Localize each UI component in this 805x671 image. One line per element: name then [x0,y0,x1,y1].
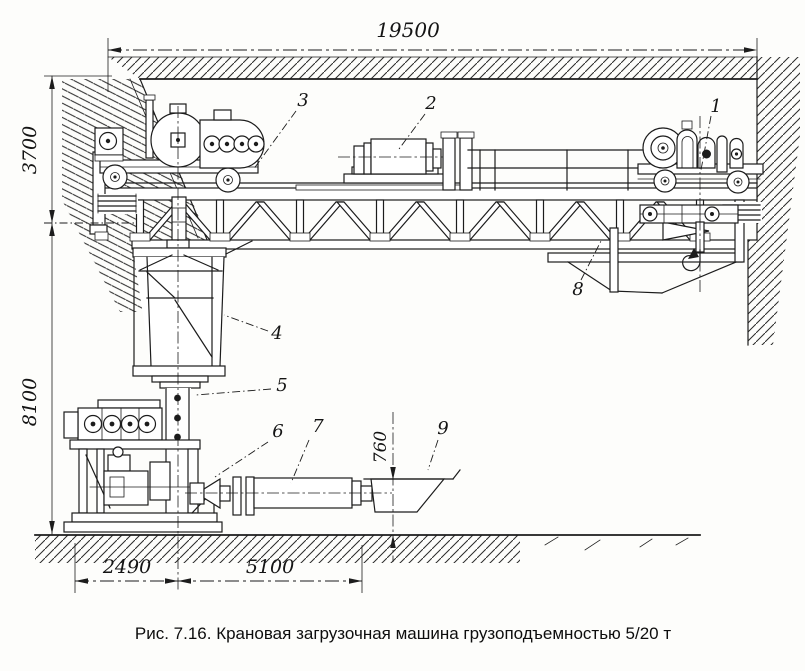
dim-span: 19500 [107,18,758,92]
bridge-girder [94,182,758,294]
figure-caption: Рис. 7.16. Крановая загрузочная машина г… [135,624,671,643]
ceiling [107,56,758,80]
part-label-8: 8 [572,279,583,300]
winch-platform [63,399,223,533]
part-label-1: 1 [710,96,721,117]
coupling-6 [189,476,255,516]
part-label-6: 6 [272,421,283,442]
part-label-2: 2 [424,93,436,114]
carriage-4 [132,239,253,389]
motor-2 [338,131,475,191]
part-label-9: 9 [437,418,448,439]
right-wall [747,56,800,346]
dim-base-width-value: 2490 [102,556,151,578]
part-label-4: 4 [270,323,282,344]
centerlines [177,106,701,592]
part-labels: 1 2 3 4 5 6 7 8 9 [195,90,722,484]
mast-column [171,196,187,241]
dim-upper-height-value: 3700 [19,126,41,174]
floor [34,534,701,563]
dim-trough-height: 760 [371,412,396,562]
dim-trough-height-value: 760 [371,431,391,464]
trolley-3 [94,94,265,193]
part-label-3: 3 [297,90,308,111]
hoist-1 [637,120,764,272]
dim-bottom: 2490 5100 [74,543,363,593]
dim-lower-height-value: 8100 [19,378,41,426]
part-label-5: 5 [276,375,287,396]
dim-left: 3700 8100 [19,75,135,535]
dim-span-value: 19500 [376,18,440,42]
dim-reach-value: 5100 [246,556,294,578]
part-label-7: 7 [312,416,324,437]
trough-9 [363,469,461,513]
